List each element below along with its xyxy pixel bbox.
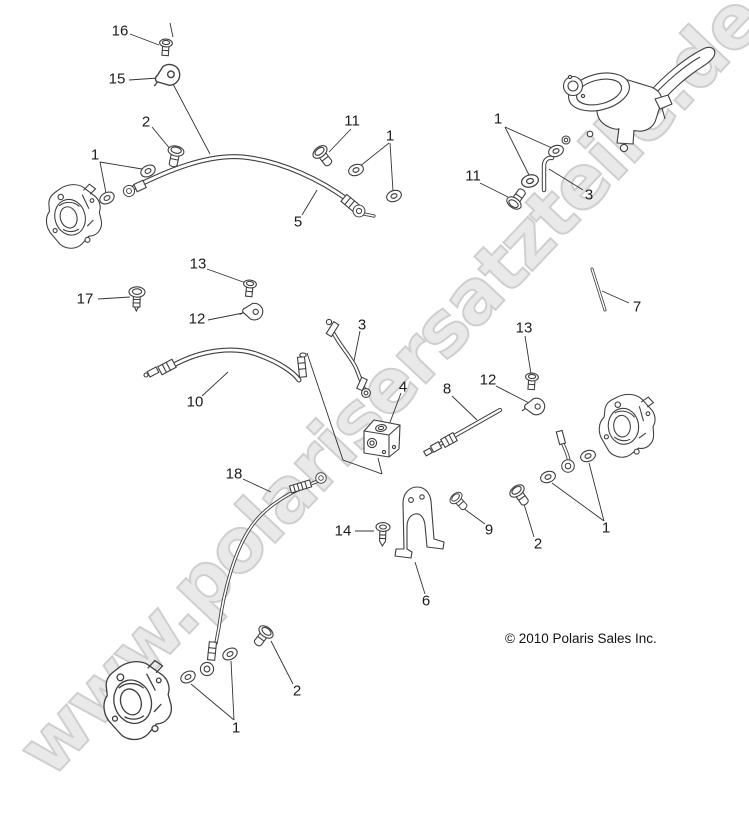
callout-2-23: 2	[533, 535, 543, 553]
master-cylinder-drawing	[561, 46, 716, 153]
callout-12-19: 12	[479, 371, 497, 389]
callout-16-0: 16	[111, 22, 129, 40]
screw-16	[158, 38, 174, 57]
clamp-15	[150, 62, 182, 89]
callout-11-4: 11	[344, 112, 360, 130]
clamp-12-left	[238, 299, 266, 323]
callout-7-14: 7	[632, 298, 642, 316]
callout-2-26: 2	[292, 682, 302, 700]
rivet-14	[374, 521, 391, 547]
callout-3-9: 3	[584, 186, 594, 204]
callout-3-13: 3	[357, 316, 367, 334]
callout-6-25: 6	[421, 592, 431, 610]
screw-13-left	[241, 278, 258, 298]
clamp-12-right	[521, 395, 547, 417]
callout-1-7: 1	[493, 110, 503, 128]
bracket-drawing	[394, 486, 445, 559]
bolt-2-right	[507, 481, 534, 510]
callout-17-11: 17	[76, 290, 94, 308]
callout-15-1: 15	[108, 70, 126, 88]
bolt-9	[447, 489, 472, 514]
washer-1	[97, 189, 117, 207]
junction-block-drawing	[363, 419, 401, 458]
front-brake-hose-5-drawing	[122, 154, 376, 218]
bolt-11-right	[504, 184, 531, 213]
long-brake-hose-18-drawing	[199, 472, 327, 677]
washer-1	[538, 468, 558, 486]
callout-8-18: 8	[442, 380, 452, 398]
callout-5-6: 5	[293, 213, 303, 231]
brake-line-3-drawing	[325, 318, 371, 398]
washer-1	[519, 172, 541, 190]
bolt-2-bottom	[249, 622, 276, 651]
rear-brake-hose-10-drawing	[143, 347, 308, 383]
callout-11-8: 11	[465, 167, 481, 185]
callout-2-2: 2	[141, 113, 151, 131]
callout-14-21: 14	[334, 522, 352, 540]
callout-10-16: 10	[186, 393, 204, 411]
washer-1	[384, 187, 404, 205]
rear-caliper-drawing	[98, 657, 175, 744]
screw-13-right	[524, 372, 540, 391]
callout-1-27: 1	[231, 719, 241, 737]
front-right-caliper-drawing	[595, 391, 659, 461]
bolt-11-mid	[310, 142, 337, 171]
front-left-caliper-drawing	[43, 182, 104, 251]
brake-pipe-8-drawing	[422, 407, 503, 457]
bleeder-17	[127, 285, 146, 312]
diagram-line-art	[43, 22, 716, 744]
callout-18-20: 18	[225, 465, 243, 483]
callout-13-15: 13	[515, 319, 533, 337]
parts-diagram-page: { "watermark": { "text": "www.polarisers…	[0, 0, 749, 793]
leader-lines	[97, 22, 630, 721]
callout-1-5: 1	[385, 127, 395, 145]
copyright-text: © 2010 Polaris Sales Inc.	[505, 631, 657, 646]
rigid-line-3-right-drawing	[541, 155, 555, 193]
washer-1	[578, 447, 598, 465]
callout-1-3: 1	[90, 146, 100, 164]
callout-9-22: 9	[484, 521, 494, 539]
washer-1	[220, 645, 240, 663]
callout-12-12: 12	[188, 310, 206, 328]
callout-13-10: 13	[189, 255, 207, 273]
rod-7-drawing	[590, 267, 607, 312]
caliper-hose-stub-drawing	[555, 429, 575, 473]
callout-4-17: 4	[398, 378, 408, 396]
washer-1	[178, 668, 198, 686]
callout-1-24: 1	[601, 519, 611, 537]
